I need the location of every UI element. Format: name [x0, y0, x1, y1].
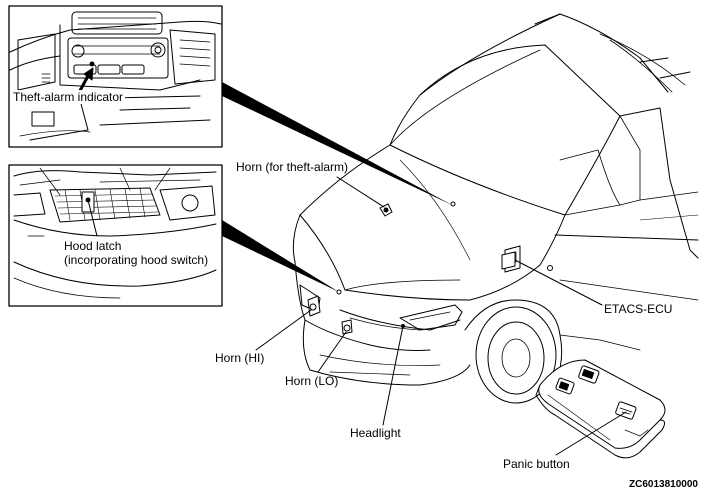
- label-hood-latch-line1: Hood latch: [64, 239, 122, 253]
- headlight-leader: [382, 325, 404, 426]
- horn-hi-part: [255, 295, 321, 351]
- vehicle-body: [292, 13, 699, 404]
- label-headlight: Headlight: [350, 426, 401, 440]
- label-horn-hi: Horn (HI): [215, 351, 265, 365]
- key-fob: [535, 359, 666, 459]
- horn-theft-alarm-part: [336, 176, 393, 217]
- dashboard-inset: [8, 5, 223, 148]
- label-hood-latch-line2: (incorporating hood switch): [64, 253, 209, 267]
- figure-code: ZC6013810000: [629, 479, 698, 490]
- label-horn-lo: Horn (LO): [285, 374, 339, 388]
- label-etacs-ecu: ETACS-ECU: [604, 302, 673, 316]
- horn-lo-part: [317, 319, 353, 373]
- label-panic-button: Panic button: [503, 457, 570, 471]
- label-hood-latch: Hood latch (incorporating hood switch): [62, 239, 211, 267]
- label-theft-alarm-indicator: Theft-alarm indicator: [11, 90, 126, 104]
- hood-latch-inset: [8, 164, 223, 307]
- etacs-ecu-part: [501, 251, 603, 306]
- label-horn-theft-alarm: Horn (for theft-alarm): [236, 160, 349, 174]
